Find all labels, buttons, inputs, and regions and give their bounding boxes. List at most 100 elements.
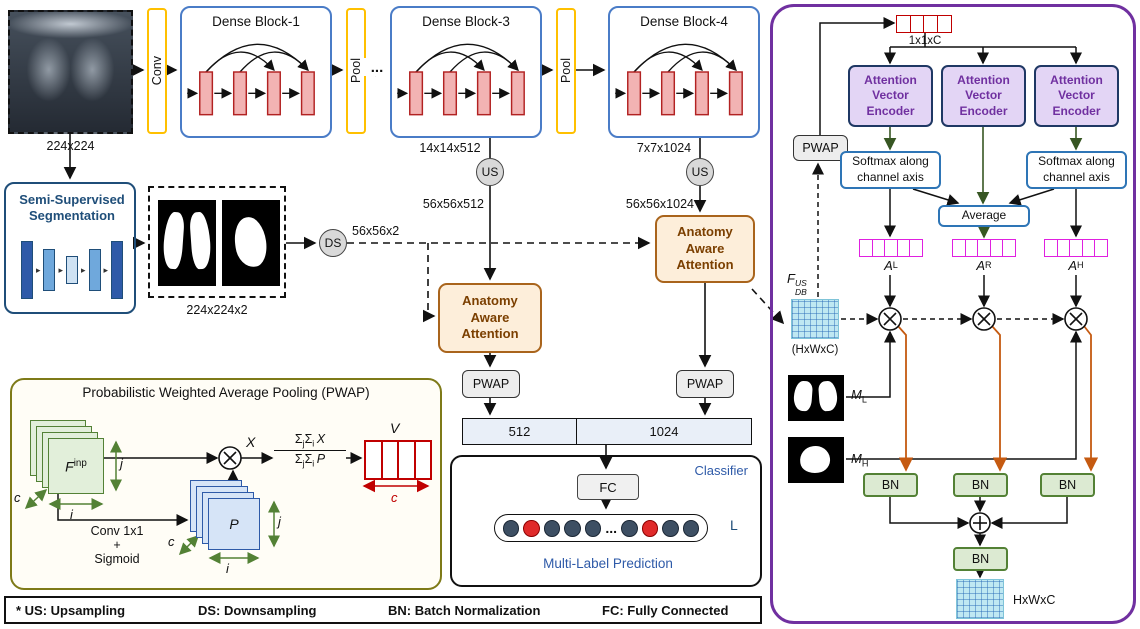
attention-cells-lung [859, 239, 924, 257]
dim-i-label: i [226, 561, 229, 576]
dense-block-4-title: Dense Block-4 [640, 14, 728, 29]
fusion-cell-1024: 1024 [576, 419, 751, 444]
unet-bar [66, 256, 78, 284]
dim-j-label: j [278, 514, 281, 529]
anatomy-aware-attention-2: Anatomy Aware Attention [655, 215, 755, 283]
label-count-l: L [730, 517, 738, 533]
attention-vector-encoder-2: Attention Vector Encoder [941, 65, 1026, 127]
pwap-detail-title: Probabilistic Weighted Average Pooling (… [82, 385, 370, 400]
feature-map-dim: (HxWxC) [791, 344, 839, 356]
conv-sigmoid-label: Conv 1x1 + Sigmoid [90, 524, 144, 566]
prediction-circle-dark [621, 519, 638, 537]
attention-cells-rest [952, 239, 1017, 257]
formula-numerator: ΣjΣi X [294, 432, 326, 449]
attention-vector-encoder-3: Attention Vector Encoder [1034, 65, 1119, 127]
dim-c-label: c [168, 534, 175, 549]
legend-bn: BN: Batch Normalization [388, 603, 541, 618]
segmentation-title: Semi-Supervised Segmentation [19, 191, 125, 223]
attention-vector-encoder-1: Attention Vector Encoder [848, 65, 933, 127]
upsample-node-1: US [476, 158, 504, 186]
dim-c-label: c [14, 490, 21, 505]
v-vector-cells [364, 440, 432, 480]
input-size-label: 224x224 [46, 138, 95, 153]
unet-graphic: ▸ ▸ ▸ ▸ [12, 230, 132, 310]
x-label: X [246, 434, 256, 450]
backbone-ellipsis: ... [364, 58, 390, 76]
db3-output-dim: 14x14x512 [419, 141, 481, 155]
feature-fusion-bar: 512 1024 [462, 418, 752, 445]
upsample-node-2: US [686, 158, 714, 186]
heart-mask-small [788, 437, 844, 483]
dense-block-1-title: Dense Block-1 [212, 14, 300, 29]
output-feature-grid [956, 579, 1004, 619]
dense-block-4-graph [610, 8, 758, 136]
anatomy-aware-attention-1: Anatomy Aware Attention [438, 283, 542, 353]
unet-arrow-icon: ▸ [58, 264, 63, 275]
channel-vector-dim: 1x1xC [908, 35, 942, 47]
dense-block-3-graph [392, 8, 540, 136]
formula-denominator: ΣjΣi P [274, 449, 346, 470]
prediction-circle-red [523, 519, 540, 537]
pwap-node-2: PWAP [676, 370, 734, 398]
panel-wiring [812, 17, 1099, 579]
attention-cells-heart [1044, 239, 1109, 257]
unet-bar [88, 249, 101, 291]
dense-block-1: Dense Block-1 [180, 6, 332, 138]
pwap-detail-box: Probabilistic Weighted Average Pooling (… [10, 378, 442, 590]
unet-bar [111, 241, 124, 299]
pool-layer-box-1: Pool [346, 8, 366, 134]
p-stack-front: P [208, 498, 260, 550]
m-h-label: MH [851, 451, 869, 469]
pwap-formula: ΣjΣi X ΣjΣi P [274, 431, 346, 470]
prediction-circle-dark [502, 519, 520, 537]
pool-layer-box-2: Pool [556, 8, 576, 134]
us3-output-dim: 56x56x512 [422, 197, 484, 211]
fc-layer-box: FC [577, 474, 639, 500]
pwap-detail-wiring [24, 440, 430, 564]
conv-layer-box: Conv [147, 8, 167, 134]
softmax-box-right: Softmax along channel axis [1026, 151, 1127, 189]
chest-xray-image [8, 10, 133, 134]
us4-output-dim: 56x56x1024 [625, 197, 694, 211]
softmax-box-left: Softmax along channel axis [840, 151, 941, 189]
channel-vector-cells [896, 15, 952, 33]
downsample-node: DS [319, 229, 347, 257]
mask-size-label: 224x224x2 [186, 302, 248, 317]
v-dim-c-label: c [391, 490, 398, 505]
bn-box-3: BN [1040, 473, 1095, 497]
dim-i-label: i [70, 507, 73, 522]
unet-bar [20, 241, 33, 299]
average-box: Average [938, 205, 1030, 227]
unet-bar [43, 249, 56, 291]
prediction-circle-dark [682, 519, 700, 537]
heart-mask-image [222, 200, 280, 286]
legend-bar: * US: Upsampling DS: Downsampling BN: Ba… [4, 596, 762, 624]
unet-arrow-icon: ▸ [35, 264, 41, 275]
feature-map-grid [791, 299, 839, 339]
prediction-circle-red [641, 519, 659, 537]
prediction-ellipsis: ... [605, 519, 618, 536]
classifier-box: Classifier FC ... L Multi-Label Predicti… [450, 455, 762, 587]
dim-j-label: j [120, 456, 123, 471]
bn-box-1: BN [863, 473, 918, 497]
unet-arrow-icon: ▸ [103, 264, 109, 275]
panel-pwap-node: PWAP [793, 135, 848, 161]
classifier-title: Classifier [694, 463, 748, 478]
legend-us: * US: Upsampling [16, 603, 126, 618]
m-l-label: ML [851, 387, 867, 405]
multi-label-caption: Multi-Label Prediction [543, 556, 673, 571]
prediction-circle-dark [543, 519, 561, 537]
f-inp-stack-front: Finp [48, 438, 104, 494]
semi-supervised-segmentation-box: Semi-Supervised Segmentation ▸ ▸ ▸ ▸ [4, 182, 136, 314]
prediction-circle-dark [564, 519, 581, 537]
legend-fc: FC: Fully Connected [602, 603, 729, 618]
db4-output-dim: 7x7x1024 [636, 141, 692, 155]
unet-arrow-icon: ▸ [81, 264, 86, 275]
prediction-circle-dark [584, 519, 602, 537]
prediction-circle-dark [662, 519, 679, 537]
prediction-circles: ... [494, 514, 708, 542]
